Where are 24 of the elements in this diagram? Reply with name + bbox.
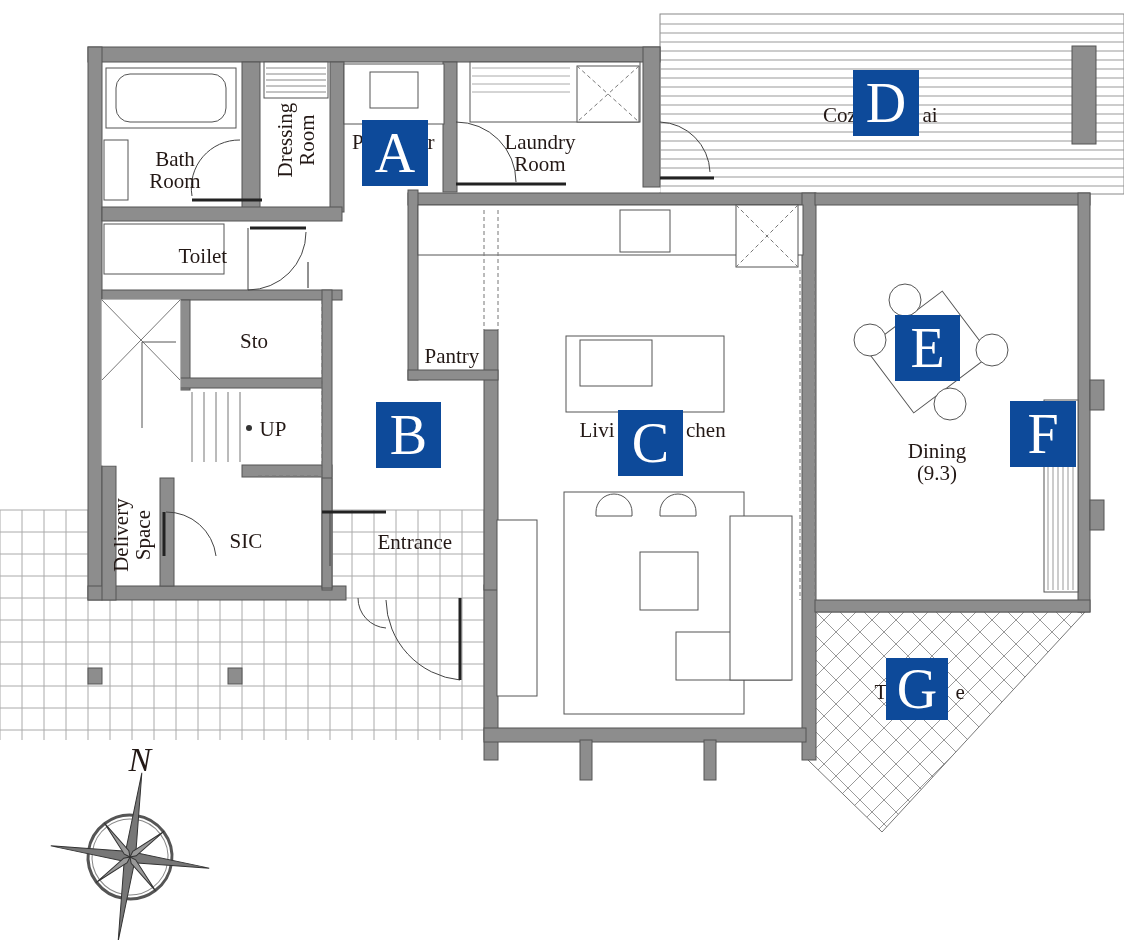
room-label: Laundry Room [503,131,577,176]
room-label: Entrance [377,531,453,554]
room-label: r [427,131,435,154]
room-label: Pantry [424,345,480,368]
room-marker: G [886,658,948,720]
room-label: e [955,681,965,704]
room-label: UP [259,418,287,441]
room-marker: B [376,402,441,468]
room-label: ai [922,104,938,127]
room-marker: F [1010,401,1076,467]
room-marker: A [362,120,428,186]
room-label: Livi [579,419,615,442]
room-marker: C [618,410,683,476]
room-label: Delivery Space [109,497,155,574]
room-marker: D [853,70,919,136]
room-label: Sto [240,330,268,353]
room-marker: E [895,315,960,381]
room-label: SIC [229,530,263,553]
room-label: Dining (9.3) [906,440,968,485]
room-label: chen [686,419,726,442]
room-label: Toilet [178,245,228,268]
room-label: Dressing Room [273,101,319,180]
room-label: Bath Room [148,148,202,193]
north-label: N [128,742,152,778]
